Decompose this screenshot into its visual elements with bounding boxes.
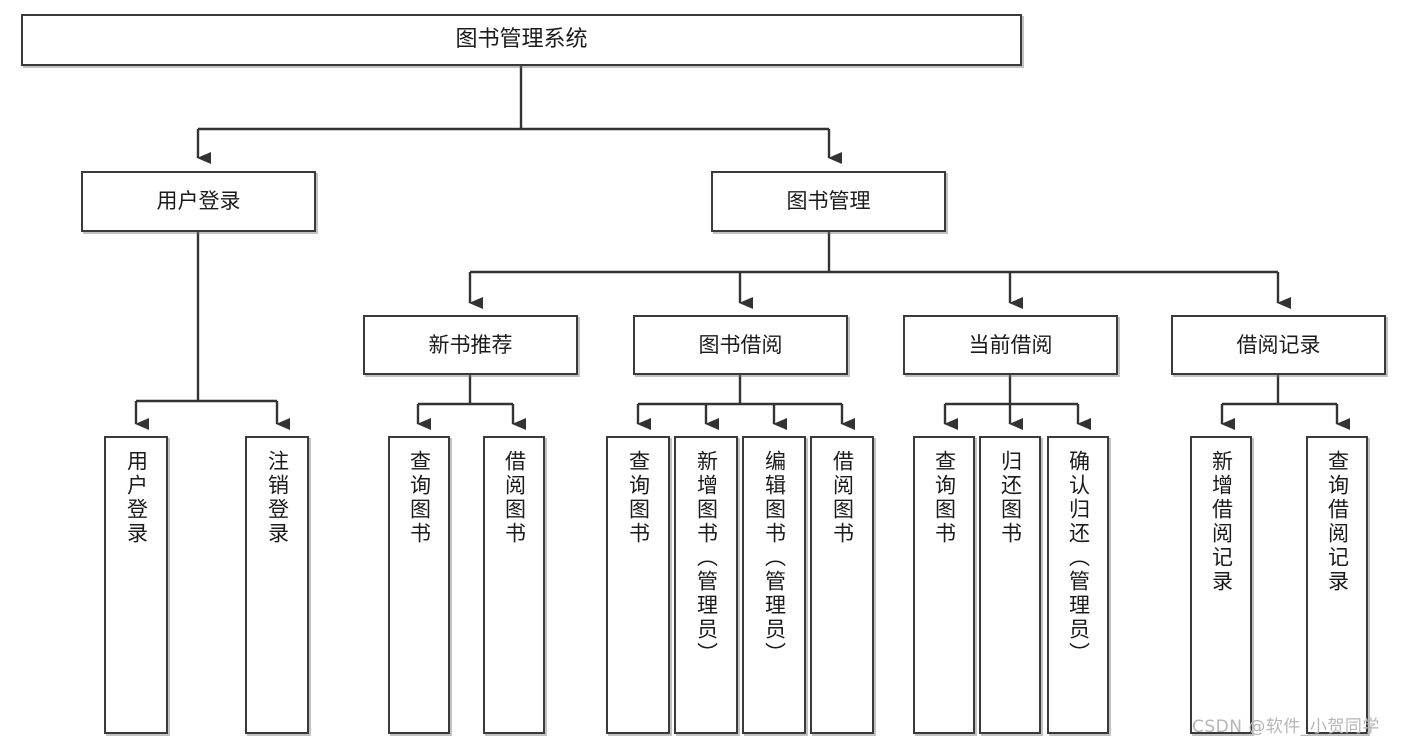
leaf-borrow-edit-book-admin[interactable]: 编辑图书（管理员） xyxy=(742,436,806,734)
leaf-record-query-record[interactable]: 查询借阅记录 xyxy=(1306,436,1368,734)
node-label: 用户登录 xyxy=(156,189,241,214)
node-label: 查询图书 xyxy=(932,450,957,546)
node-root-system[interactable]: 图书管理系统 xyxy=(21,14,1022,66)
node-label: 查询图书 xyxy=(407,450,432,546)
node-label: 图书借阅 xyxy=(698,332,783,357)
node-label: 当前借阅 xyxy=(968,332,1053,357)
node-label: 归还图书 xyxy=(998,450,1023,546)
node-label: 新增借阅记录 xyxy=(1209,450,1234,594)
node-book-borrow[interactable]: 图书借阅 xyxy=(633,315,848,375)
node-new-book-recommend[interactable]: 新书推荐 xyxy=(363,315,578,375)
leaf-user-login-logout[interactable]: 注销登录 xyxy=(245,436,309,734)
node-label: 用户登录 xyxy=(124,450,149,546)
csdn-watermark: CSDN @软件_小贺同学 xyxy=(1192,717,1380,737)
node-label: 查询借阅记录 xyxy=(1325,450,1350,594)
node-label: 借阅图书 xyxy=(502,450,527,546)
node-borrow-record[interactable]: 借阅记录 xyxy=(1171,315,1386,375)
node-label: 注销登录 xyxy=(265,450,290,546)
leaf-recommend-borrow-book[interactable]: 借阅图书 xyxy=(483,436,545,734)
node-label: 查询图书 xyxy=(626,450,651,546)
leaf-borrow-borrow-book[interactable]: 借阅图书 xyxy=(810,436,874,734)
node-label: 新增图书（管理员） xyxy=(694,450,719,666)
node-label: 新书推荐 xyxy=(428,332,513,357)
node-label: 图书管理系统 xyxy=(455,27,588,53)
leaf-current-return-book[interactable]: 归还图书 xyxy=(979,436,1041,734)
leaf-record-add-record[interactable]: 新增借阅记录 xyxy=(1190,436,1252,734)
leaf-recommend-query-book[interactable]: 查询图书 xyxy=(388,436,450,734)
leaf-current-query-book[interactable]: 查询图书 xyxy=(913,436,975,734)
leaf-borrow-query-book[interactable]: 查询图书 xyxy=(606,436,670,734)
leaf-current-confirm-return-admin[interactable]: 确认归还（管理员） xyxy=(1047,436,1109,734)
node-book-management[interactable]: 图书管理 xyxy=(711,171,946,232)
node-current-borrow[interactable]: 当前借阅 xyxy=(903,315,1118,375)
node-label: 确认归还（管理员） xyxy=(1066,450,1091,666)
node-label: 图书管理 xyxy=(786,189,871,214)
leaf-user-login-login[interactable]: 用户登录 xyxy=(104,436,168,734)
node-label: 借阅图书 xyxy=(830,450,855,546)
leaf-borrow-add-book-admin[interactable]: 新增图书（管理员） xyxy=(674,436,738,734)
node-label: 借阅记录 xyxy=(1236,332,1321,357)
node-label: 编辑图书（管理员） xyxy=(762,450,787,666)
node-user-login[interactable]: 用户登录 xyxy=(81,171,316,232)
